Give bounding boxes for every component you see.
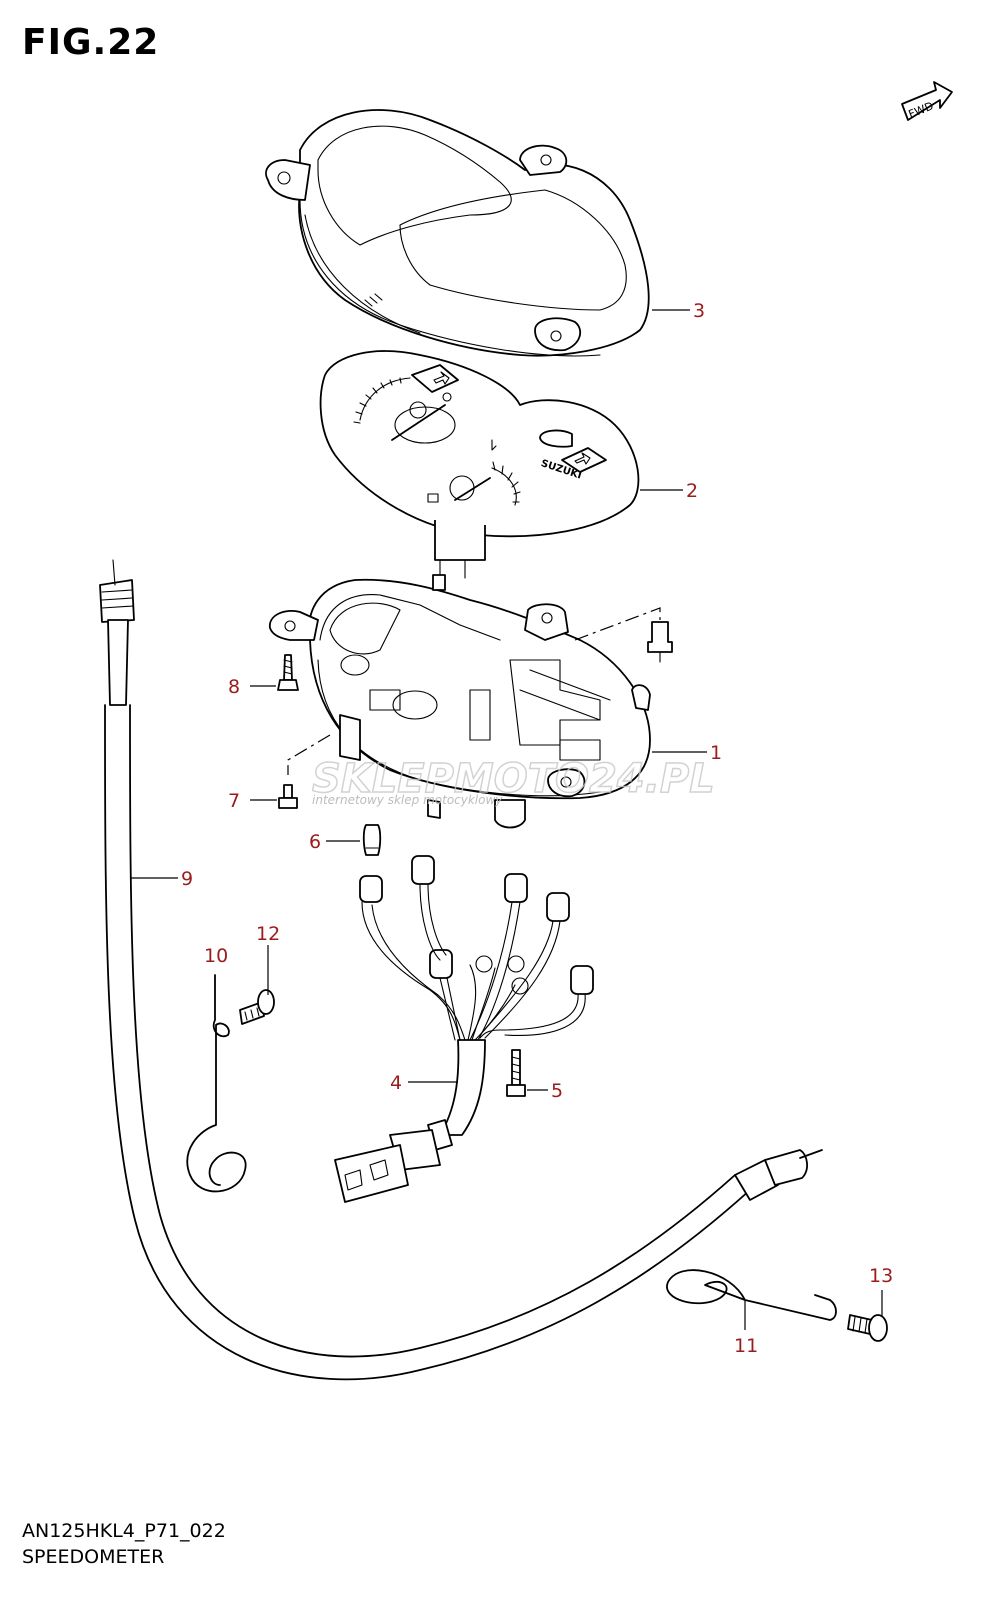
callout-2: 2 (686, 480, 698, 502)
model-code: AN125HKL4_P71_022 (22, 1520, 226, 1542)
bulb-part-6 (362, 824, 382, 856)
callout-3: 3 (693, 300, 705, 322)
callout-7: 7 (228, 790, 240, 812)
callout-9: 9 (181, 868, 193, 890)
callout-12: 12 (256, 923, 280, 945)
callout-4: 4 (390, 1072, 402, 1094)
callout-8: 8 (228, 676, 240, 698)
screw-part-7 (278, 784, 298, 809)
assembly-line-bushing (574, 607, 661, 641)
speedometer-cable-part-9 (99, 559, 823, 1381)
callout-6: 6 (309, 831, 321, 853)
diagram-name: SPEEDOMETER (22, 1546, 165, 1568)
meter-cover-part-3 (265, 109, 650, 357)
screw-part-13 (847, 1314, 888, 1342)
meter-case-part-1 (269, 574, 651, 829)
svg-text:SKLEPMOTO24.PL: SKLEPMOTO24.PL (312, 756, 715, 802)
callout-10: 10 (204, 945, 228, 967)
screw-part-12 (239, 989, 275, 1025)
cable-clamp-part-11 (666, 1269, 837, 1321)
callout-11: 11 (734, 1335, 758, 1357)
callout-13: 13 (869, 1265, 893, 1287)
cable-guide-part-10 (186, 974, 247, 1193)
screw-part-8 (277, 654, 299, 691)
watermark: SKLEPMOTO24.PL internetowy sklep motocyk… (311, 755, 715, 807)
fwd-label: FWD (907, 99, 936, 121)
callout-5: 5 (551, 1080, 563, 1102)
figure-title: FIG.22 (22, 22, 160, 63)
svg-text:internetowy sklep motocyklowy: internetowy sklep motocyklowy (312, 793, 503, 807)
bushing (647, 621, 673, 663)
callout-1: 1 (710, 742, 722, 764)
screw-part-5 (506, 1049, 526, 1097)
bulb-sockets (359, 855, 594, 995)
wiring-harness-part-4 (334, 855, 594, 1203)
meter-dial-part-2: SUZUKI (319, 350, 640, 579)
fwd-direction-marker: FWD (901, 81, 953, 121)
assembly-line-screw-7 (287, 734, 331, 775)
